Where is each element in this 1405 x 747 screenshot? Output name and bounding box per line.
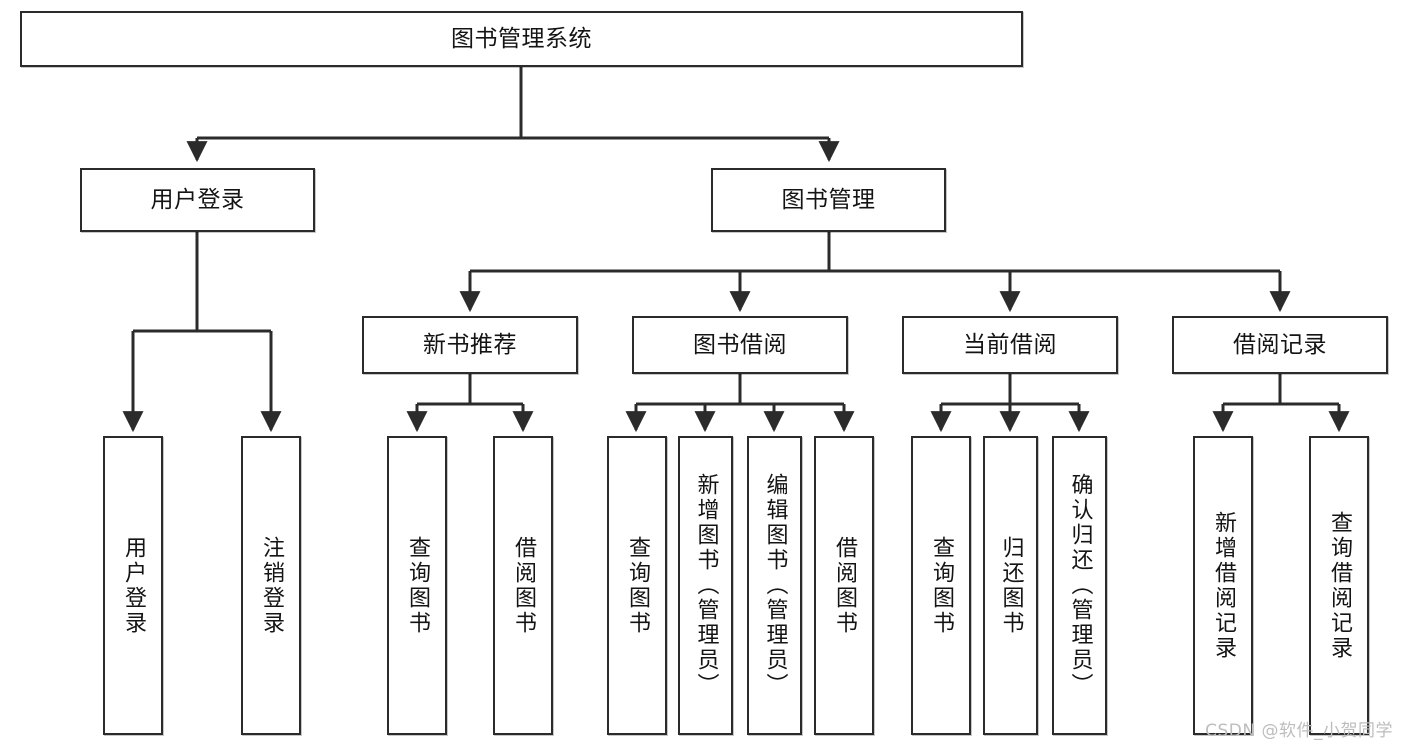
node-label: 编辑图书（管理员） xyxy=(762,473,788,698)
node-borrow-record[interactable]: 借阅记录 xyxy=(1172,316,1388,374)
leaf-borrow-borrow-book[interactable]: 借阅图书 xyxy=(814,436,874,735)
leaf-recommend-query-book[interactable]: 查询图书 xyxy=(387,436,447,735)
csdn-watermark: CSDN @软件_小贺同学 xyxy=(1205,721,1393,741)
node-label: 图书管理 xyxy=(781,186,876,213)
leaf-borrow-add-book-admin[interactable]: 新增图书（管理员） xyxy=(678,436,733,735)
node-book-borrow[interactable]: 图书借阅 xyxy=(632,316,848,374)
node-label: 用户登录 xyxy=(150,186,245,213)
leaf-borrow-edit-book-admin[interactable]: 编辑图书（管理员） xyxy=(747,436,802,735)
node-label: 注销登录 xyxy=(259,535,284,636)
leaf-current-return-book[interactable]: 归还图书 xyxy=(983,436,1038,735)
node-label: 借阅记录 xyxy=(1233,331,1327,358)
node-new-book-recommend[interactable]: 新书推荐 xyxy=(362,316,578,374)
leaf-recommend-borrow-book[interactable]: 借阅图书 xyxy=(493,436,553,735)
leaf-record-query-record[interactable]: 查询借阅记录 xyxy=(1309,436,1369,735)
leaf-current-query-book[interactable]: 查询图书 xyxy=(911,436,971,735)
leaf-record-add-record[interactable]: 新增借阅记录 xyxy=(1193,436,1253,735)
node-label: 新增借阅记录 xyxy=(1211,510,1236,661)
node-label: 查询图书 xyxy=(405,535,430,636)
node-book-management[interactable]: 图书管理 xyxy=(711,168,946,232)
node-label: 用户登录 xyxy=(121,535,146,636)
node-user-login[interactable]: 用户登录 xyxy=(80,168,315,232)
node-label: 借阅图书 xyxy=(832,535,857,636)
node-label: 新增图书（管理员） xyxy=(693,473,719,698)
node-label: 当前借阅 xyxy=(963,331,1057,358)
node-label: 查询图书 xyxy=(929,535,954,636)
node-current-borrow[interactable]: 当前借阅 xyxy=(902,316,1118,374)
node-label: 归还图书 xyxy=(998,535,1024,636)
leaf-user-login[interactable]: 用户登录 xyxy=(103,436,163,735)
node-label: 借阅图书 xyxy=(511,535,536,636)
node-label: 图书借阅 xyxy=(693,331,787,358)
node-label: 查询图书 xyxy=(625,535,650,636)
leaf-user-logout[interactable]: 注销登录 xyxy=(241,436,301,735)
node-label: 图书管理系统 xyxy=(451,25,592,52)
node-label: 新书推荐 xyxy=(423,331,517,358)
leaf-current-confirm-return-admin[interactable]: 确认归还（管理员） xyxy=(1052,436,1107,735)
leaf-borrow-query-book[interactable]: 查询图书 xyxy=(607,436,667,735)
node-label: 查询借阅记录 xyxy=(1327,510,1352,661)
node-label: 确认归还（管理员） xyxy=(1067,473,1093,698)
node-root-system[interactable]: 图书管理系统 xyxy=(20,11,1023,67)
